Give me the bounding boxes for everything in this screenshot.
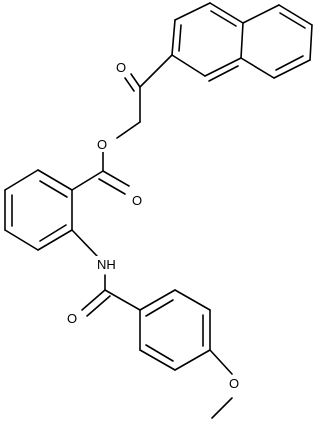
bond [204,57,242,77]
bond [145,299,174,317]
bond [174,349,211,371]
amide-carbonyl-oxygen-label: O [67,311,77,326]
bond [145,344,174,362]
bond [275,55,304,71]
bond [104,289,141,311]
bond [240,22,244,59]
bond [39,224,67,242]
bond [139,289,176,311]
bond [208,65,239,82]
ester-ether-oxygen-label: O [97,137,107,152]
bond [81,289,106,311]
bond [71,170,104,191]
bond [209,349,233,375]
methoxy-oxygen-label: O [229,376,239,391]
bond [4,169,39,191]
bond [242,4,280,24]
bond [279,12,306,29]
atom-labels: O O O NH O O [66,59,241,391]
bond [139,349,176,371]
bond [240,57,275,79]
methoxy-group [209,349,233,419]
bond [98,178,126,195]
amide-group [71,229,141,317]
bond [124,77,135,92]
bond [178,24,182,52]
benzoate-ring [4,169,73,251]
methoxyphenyl-ring [139,289,211,371]
bond [71,229,98,257]
amide-nh-label: NH [97,257,116,272]
ester-carbonyl-oxygen-label: O [132,193,142,208]
ketone-oxygen-label: O [116,60,126,75]
bond [171,19,176,56]
bond [309,24,313,61]
naphthalene-group [171,2,313,82]
bond [4,229,39,251]
bond [209,2,244,24]
bond [37,229,73,251]
bond [130,73,141,88]
ester-group [71,149,130,195]
ketone-linker [116,54,173,139]
bond [210,10,237,27]
bond [171,54,206,77]
bond [102,170,130,187]
bond [116,121,141,139]
bond [211,397,233,419]
bond [278,4,313,26]
bond [174,289,211,311]
bond [86,295,111,317]
bond [139,54,173,88]
bond [273,59,311,79]
bond [37,169,73,191]
bond [174,2,211,21]
bond [39,180,68,198]
